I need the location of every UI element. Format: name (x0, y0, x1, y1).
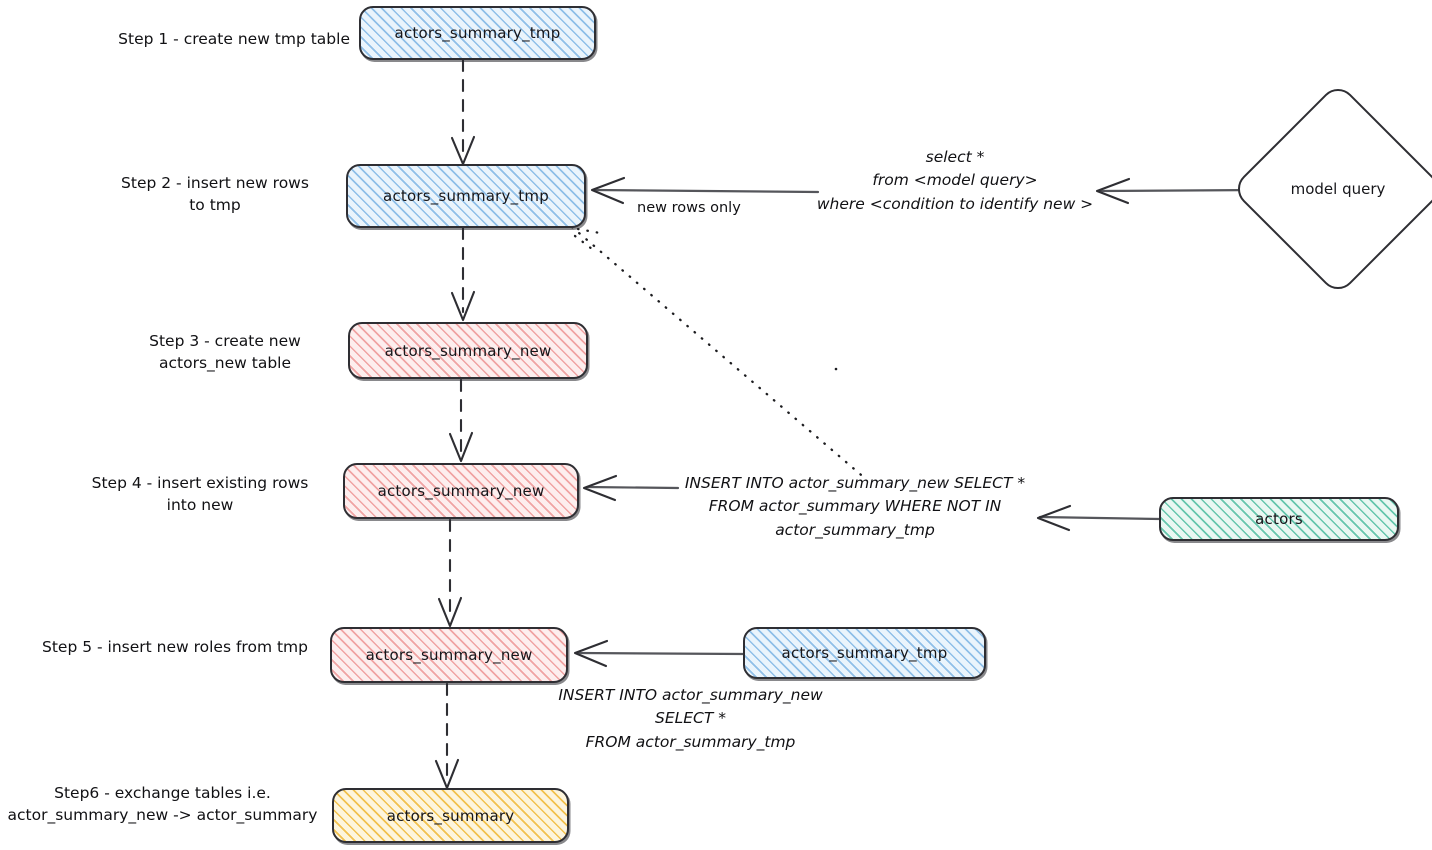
edge-label-insert-existing-sql: INSERT INTO actor_summary_new SELECT * F… (684, 474, 1026, 539)
edge-step4-to-step5 (437, 518, 463, 628)
node-actors-summary-tmp-step1[interactable]: actors_summary_tmp (359, 6, 596, 60)
edge-step5-to-step6 (434, 682, 460, 790)
node-actors-summary-new-step5[interactable]: actors_summary_new (330, 627, 568, 683)
edge-step2-to-step3 (450, 226, 476, 322)
node-actors-summary-tmp-step2[interactable]: actors_summary_tmp (346, 164, 586, 228)
node-actors-summary-tmp-side[interactable]: actors_summary_tmp (743, 627, 986, 679)
step-label-6: Step6 - exchange tables i.e. actor_summa… (7, 784, 318, 825)
step-label-1: Step 1 - create new tmp table (118, 30, 350, 48)
edge-step2-dotted-to-insert-note (570, 225, 869, 482)
node-model-query-label: model query (1290, 180, 1386, 198)
edge-tmp-to-step5 (573, 639, 746, 668)
node-actors-source[interactable]: actors (1159, 497, 1399, 541)
node-actors-summary-new-step4[interactable]: actors_summary_new (343, 463, 579, 519)
step-label-2: Step 2 - insert new rows to tmp (121, 174, 309, 215)
edge-label-model-query-sql: select * from <model query> where <condi… (816, 148, 1094, 213)
node-actors-summary-step6[interactable]: actors_summary (332, 788, 569, 843)
node-label: actors_summary_tmp (781, 644, 948, 662)
node-label: actors_summary_tmp (383, 187, 549, 205)
step-label-5: Step 5 - insert new roles from tmp (42, 638, 308, 656)
step-label-3: Step 3 - create new actors_new table (149, 332, 301, 373)
edge-label-new-rows-only: new rows only (637, 200, 741, 216)
node-actors-summary-new-step3[interactable]: actors_summary_new (348, 322, 588, 379)
node-label: actors (1255, 510, 1303, 528)
step-label-4: Step 4 - insert existing rows into new (91, 474, 309, 515)
edge-step3-to-step4 (448, 378, 474, 463)
node-label: actors_summary_new (377, 482, 545, 500)
node-label: actors_summary (386, 806, 515, 825)
edge-label-insert-new-roles-sql: INSERT INTO actor_summary_new SELECT * F… (558, 686, 823, 751)
node-label: actors_summary_new (365, 646, 533, 664)
node-label: actors_summary_new (384, 341, 552, 360)
edge-step1-to-step2 (450, 58, 476, 166)
node-label: actors_summary_tmp (394, 24, 561, 42)
